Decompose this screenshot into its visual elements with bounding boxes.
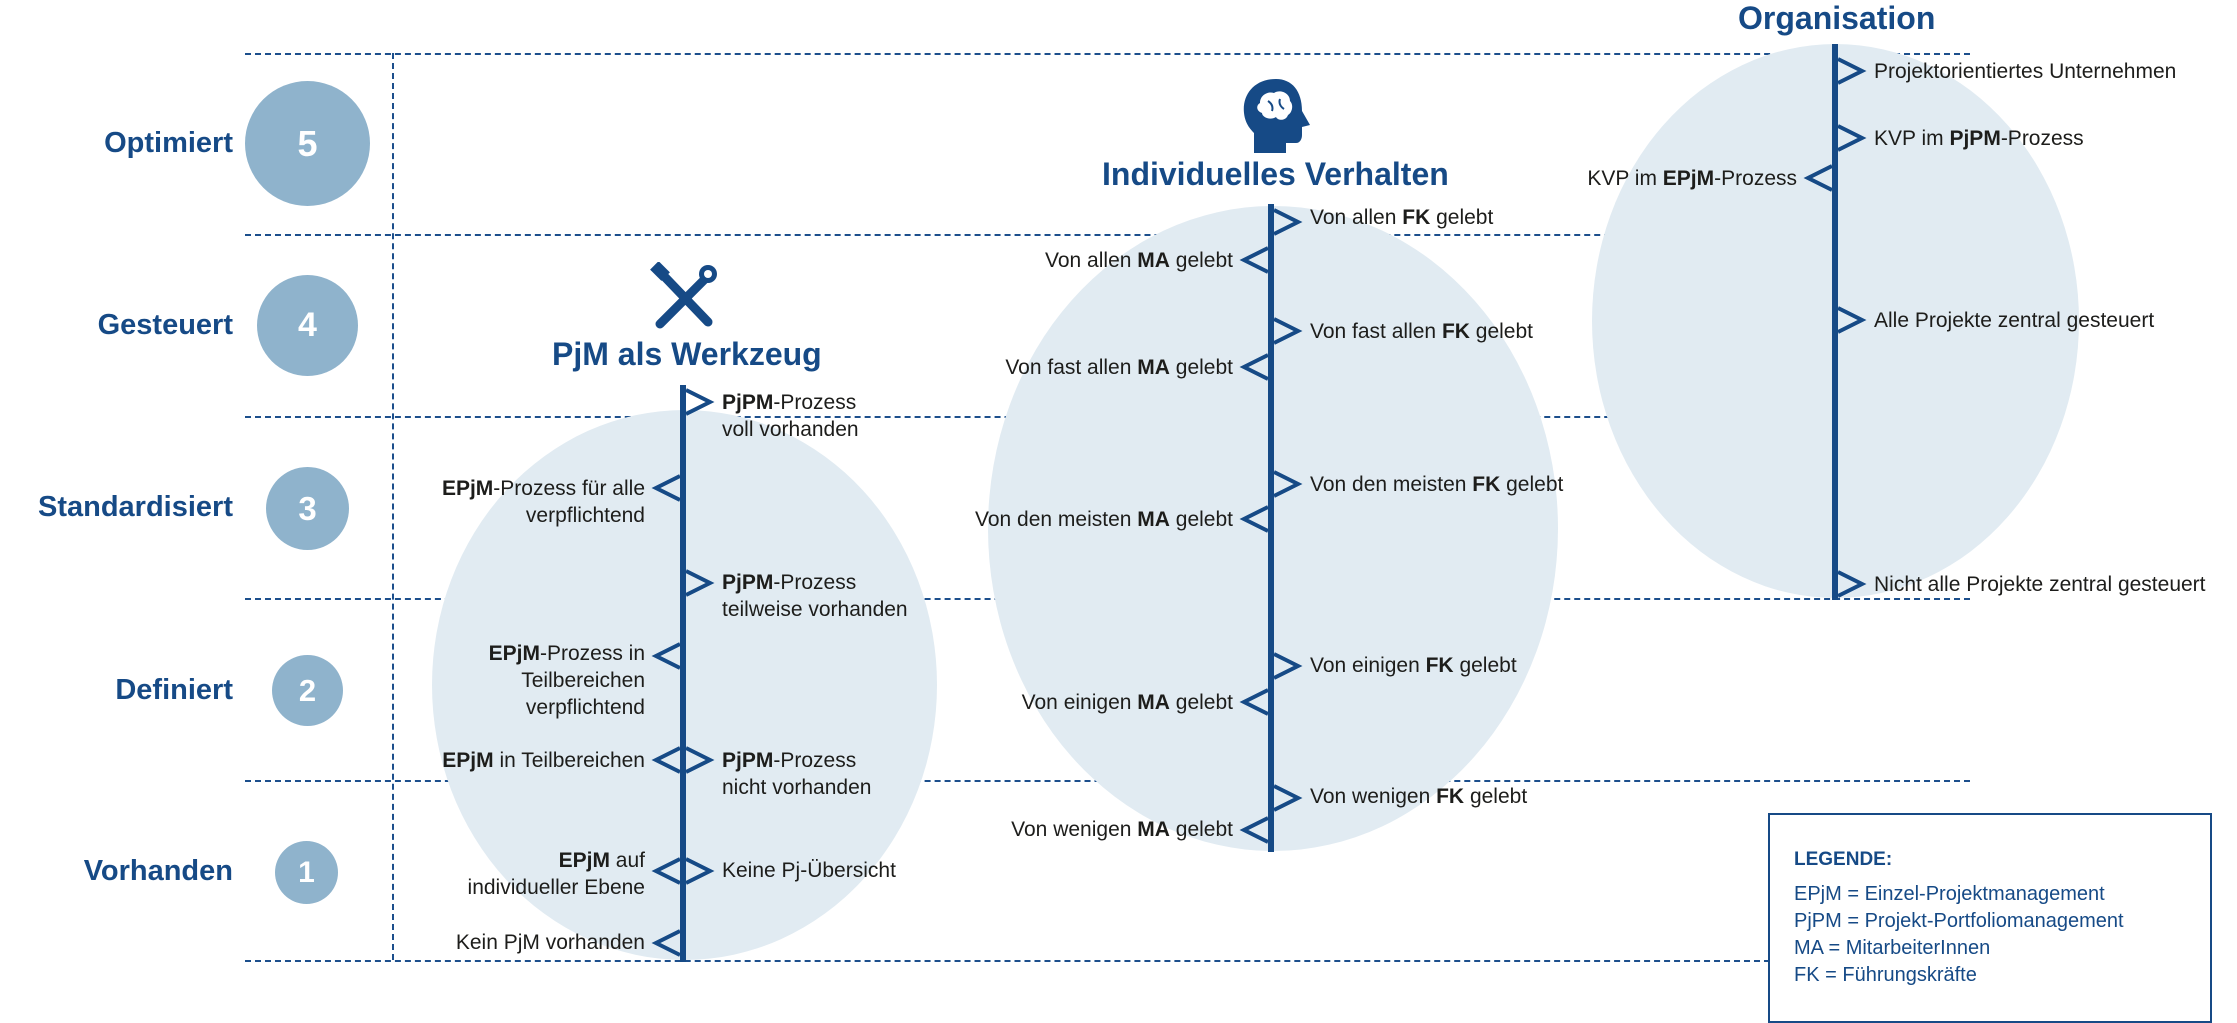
verhalten-axis xyxy=(1268,204,1274,852)
legend-box: LEGENDE: EPjM = Einzel-Projektmanagement… xyxy=(1768,813,2212,1023)
marker-right xyxy=(1273,652,1303,680)
verhalten-left-label: Von fast allen MA gelebt xyxy=(1005,356,1233,379)
level-label-standardisiert: Standardisiert xyxy=(38,491,233,523)
column-title-verhalten: Individuelles Verhalten xyxy=(1102,156,1449,192)
marker-right xyxy=(685,857,715,885)
legend-item: FK = Führungskräfte xyxy=(1794,964,1977,986)
verhalten-right-label: Von allen FK gelebt xyxy=(1310,206,1494,229)
level-divider-top xyxy=(245,53,1970,55)
legend-item: MA = MitarbeiterInnen xyxy=(1794,937,1991,959)
organisation-right-label: Alle Projekte zentral gesteuert xyxy=(1874,309,2155,332)
verhalten-left-label: Von wenigen MA gelebt xyxy=(1011,818,1233,841)
level-divider-bottom xyxy=(245,960,1770,962)
marker-right xyxy=(1273,317,1303,345)
level-label-optimiert: Optimiert xyxy=(104,127,233,159)
level-circle-2: 2 xyxy=(272,655,343,726)
marker-left xyxy=(651,857,681,885)
organisation-right-label: Projektorientiertes Unternehmen xyxy=(1874,60,2177,83)
level-circle-5: 5 xyxy=(245,81,370,206)
level-label-vorhanden: Vorhanden xyxy=(83,855,233,887)
level-circle-4: 4 xyxy=(257,275,358,376)
legend-item: EPjM = Einzel-Projektmanagement xyxy=(1794,883,2105,905)
verhalten-left-label: Von einigen MA gelebt xyxy=(1021,691,1233,714)
marker-right xyxy=(1837,570,1867,598)
marker-right xyxy=(1837,57,1867,85)
verhalten-right-label: Von wenigen FK gelebt xyxy=(1310,785,1528,808)
marker-right xyxy=(685,388,715,416)
werkzeug-axis xyxy=(680,385,686,962)
marker-left xyxy=(1239,816,1269,844)
level-label-gesteuert: Gesteuert xyxy=(97,309,233,341)
level-label-definiert: Definiert xyxy=(115,674,233,706)
werkzeug-left-label: EPjM in Teilbereichen xyxy=(442,749,645,772)
verhalten-left-label: Von allen MA gelebt xyxy=(1045,249,1233,272)
marker-right xyxy=(685,746,715,774)
column-title-werkzeug: PjM als Werkzeug xyxy=(552,336,822,372)
head-brain-icon xyxy=(1243,79,1310,153)
marker-right xyxy=(1273,470,1303,498)
marker-left xyxy=(1239,505,1269,533)
organisation-axis xyxy=(1832,44,1838,600)
tools-icon xyxy=(650,262,717,329)
marker-left xyxy=(651,642,681,670)
marker-left xyxy=(651,746,681,774)
marker-left xyxy=(1803,164,1833,192)
legend-title: LEGENDE: xyxy=(1794,849,1893,870)
column-title-organisation: Organisation xyxy=(1738,0,1936,36)
organisation-right-label: KVP im PjPM-Prozess xyxy=(1874,127,2084,150)
organisation-right-label: Nicht alle Projekte zentral gesteuert xyxy=(1874,573,2206,596)
werkzeug-left-label: Kein PjM vorhanden xyxy=(455,931,645,954)
level-circle-3: 3 xyxy=(266,467,349,550)
level-divider-5-4 xyxy=(245,234,1970,236)
verhalten-right-label: Von fast allen FK gelebt xyxy=(1310,320,1533,343)
marker-right xyxy=(1273,208,1303,236)
marker-right xyxy=(1837,124,1867,152)
marker-right xyxy=(1837,306,1867,334)
marker-left xyxy=(1239,688,1269,716)
marker-left xyxy=(651,474,681,502)
verhalten-left-label: Von den meisten MA gelebt xyxy=(974,508,1233,531)
marker-left xyxy=(1239,246,1269,274)
werkzeug-right-label: Keine Pj-Übersicht xyxy=(722,859,896,882)
level-axis-divider xyxy=(392,53,394,960)
marker-right xyxy=(685,569,715,597)
marker-left xyxy=(1239,353,1269,381)
verhalten-right-label: Von den meisten FK gelebt xyxy=(1310,473,1564,496)
marker-left xyxy=(651,929,681,957)
level-circle-1: 1 xyxy=(275,841,338,904)
verhalten-right-label: Von einigen FK gelebt xyxy=(1310,654,1517,677)
marker-right xyxy=(1273,784,1303,812)
organisation-left-label: KVP im EPjM-Prozess xyxy=(1587,167,1797,190)
legend-item: PjPM = Projekt-Portfoliomanagement xyxy=(1794,910,2124,932)
